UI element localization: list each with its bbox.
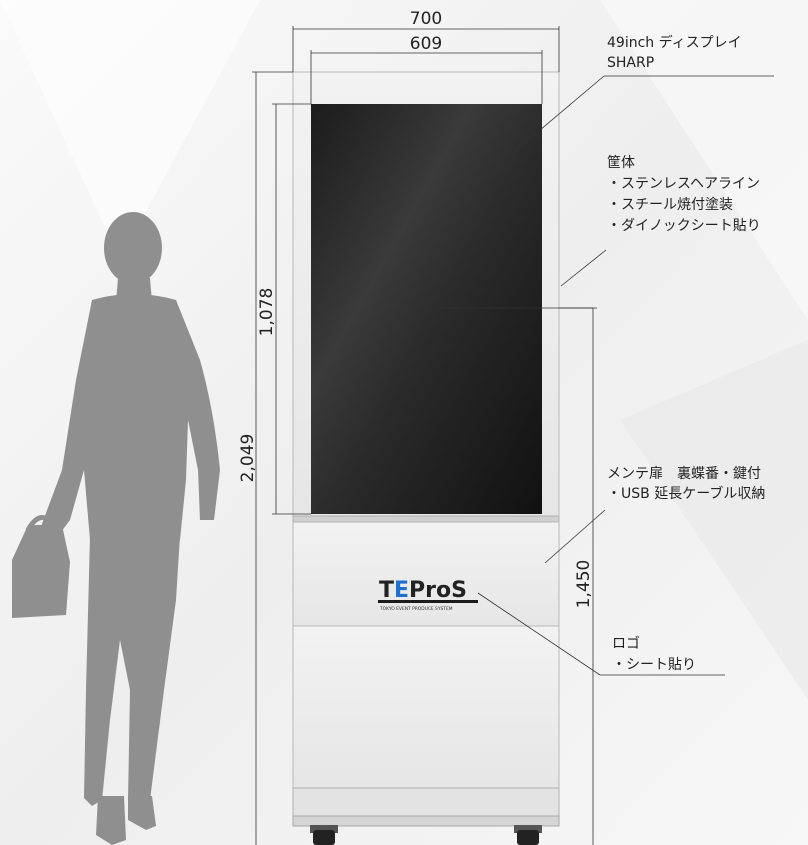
note-display-line: SHARP — [607, 55, 654, 71]
background-facet — [0, 0, 260, 260]
note-maintenance-line: メンテ扉 裏蝶番・鍵付 — [607, 465, 761, 482]
maintenance-door — [292, 521, 560, 627]
logo-wordmark: TEProS — [379, 578, 467, 603]
background-facet — [620, 340, 808, 700]
dim-lower-height: 1,450 — [574, 560, 594, 609]
note-logo-line: ロゴ — [612, 635, 640, 652]
logo-tagline: TOKYO EVENT PRODUCE SYSTEM — [379, 606, 453, 612]
lower-panel — [292, 625, 560, 789]
housing-seam — [292, 515, 560, 523]
note-housing-line: ・スチール焼付塗装 — [607, 196, 733, 213]
base-frame — [292, 815, 560, 827]
teros-logo: TEProS TOKYO EVENT PRODUCE SYSTEM — [378, 578, 478, 612]
dimension-lines — [252, 26, 597, 845]
note-logo-line: ・シート貼り — [612, 657, 696, 673]
logo-underline — [378, 600, 478, 603]
note-display-line: 49inch ディスプレイ — [607, 34, 742, 51]
signage-cabinet: TEProS TOKYO EVENT PRODUCE SYSTEM — [292, 71, 560, 845]
dim-screen-width: 609 — [410, 34, 442, 54]
dim-total-height: 2,049 — [238, 434, 258, 483]
dim-screen-height: 1,078 — [257, 288, 277, 337]
note-housing-line: 筐体 — [607, 154, 635, 171]
display-screen — [311, 104, 542, 514]
note-housing: 筐体 ・ステンレスヘアライン ・スチール焼付塗装 ・ダイノックシート貼り — [607, 154, 764, 234]
note-display: 49inch ディスプレイ SHARP — [607, 34, 746, 71]
caster-left — [310, 825, 338, 845]
leader-lines — [443, 75, 774, 676]
note-housing-line: ・ステンレスヘアライン — [607, 176, 760, 192]
note-logo: ロゴ ・シート貼り — [612, 635, 696, 673]
caster-right — [514, 825, 542, 845]
dim-total-width: 700 — [410, 9, 442, 29]
plinth — [292, 787, 560, 819]
background-facet — [600, 0, 808, 320]
note-maintenance-line: ・USB 延長ケーブル収納 — [607, 485, 765, 502]
note-housing-line: ・ダイノックシート貼り — [607, 218, 761, 234]
note-maintenance: メンテ扉 裏蝶番・鍵付 ・USB 延長ケーブル収納 — [607, 465, 765, 502]
person-silhouette — [12, 212, 220, 845]
